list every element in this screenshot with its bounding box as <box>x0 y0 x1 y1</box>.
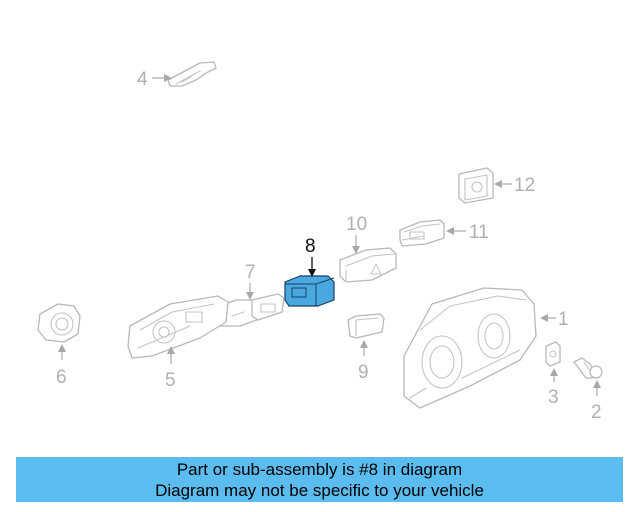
svg-text:12: 12 <box>514 175 535 196</box>
svg-text:4: 4 <box>137 69 148 90</box>
callout-2: 2 <box>591 380 602 423</box>
callout-9: 9 <box>358 340 369 383</box>
info-banner: Part or sub-assembly is #8 in diagram Di… <box>16 457 623 502</box>
part-5-headlamp-switch <box>127 295 229 359</box>
svg-text:10: 10 <box>346 214 367 235</box>
part-10-hazard-switch <box>339 247 397 283</box>
callout-8: 8 <box>305 236 316 277</box>
svg-text:5: 5 <box>165 370 176 391</box>
part-6-knob <box>37 303 81 343</box>
callout-10: 10 <box>346 214 367 254</box>
part-11-switch <box>399 219 445 247</box>
part-2-screw <box>573 357 603 379</box>
callout-12: 12 <box>494 175 535 196</box>
banner-line-1: Part or sub-assembly is #8 in diagram <box>176 459 463 479</box>
callout-7: 7 <box>245 262 256 300</box>
callout-3: 3 <box>548 368 559 408</box>
part-8-switch-highlighted <box>284 275 335 307</box>
callout-1: 1 <box>540 309 569 330</box>
callout-5: 5 <box>165 346 176 391</box>
svg-text:11: 11 <box>469 222 489 243</box>
callout-11: 11 <box>446 222 489 243</box>
svg-text:8: 8 <box>305 236 316 257</box>
callout-6: 6 <box>56 344 67 388</box>
svg-text:1: 1 <box>558 309 569 330</box>
svg-text:9: 9 <box>358 362 369 383</box>
part-9-switch <box>347 313 385 339</box>
svg-text:3: 3 <box>548 387 559 408</box>
svg-text:7: 7 <box>245 262 256 283</box>
svg-text:6: 6 <box>56 367 67 388</box>
part-3-clip <box>545 341 561 367</box>
banner-line-2: Diagram may not be specific to your vehi… <box>155 480 484 500</box>
part-4-bracket <box>167 61 217 87</box>
svg-text:2: 2 <box>591 402 602 423</box>
callout-4: 4 <box>137 69 172 90</box>
part-12-switch <box>458 167 494 204</box>
part-1-instrument-cluster <box>403 287 537 409</box>
